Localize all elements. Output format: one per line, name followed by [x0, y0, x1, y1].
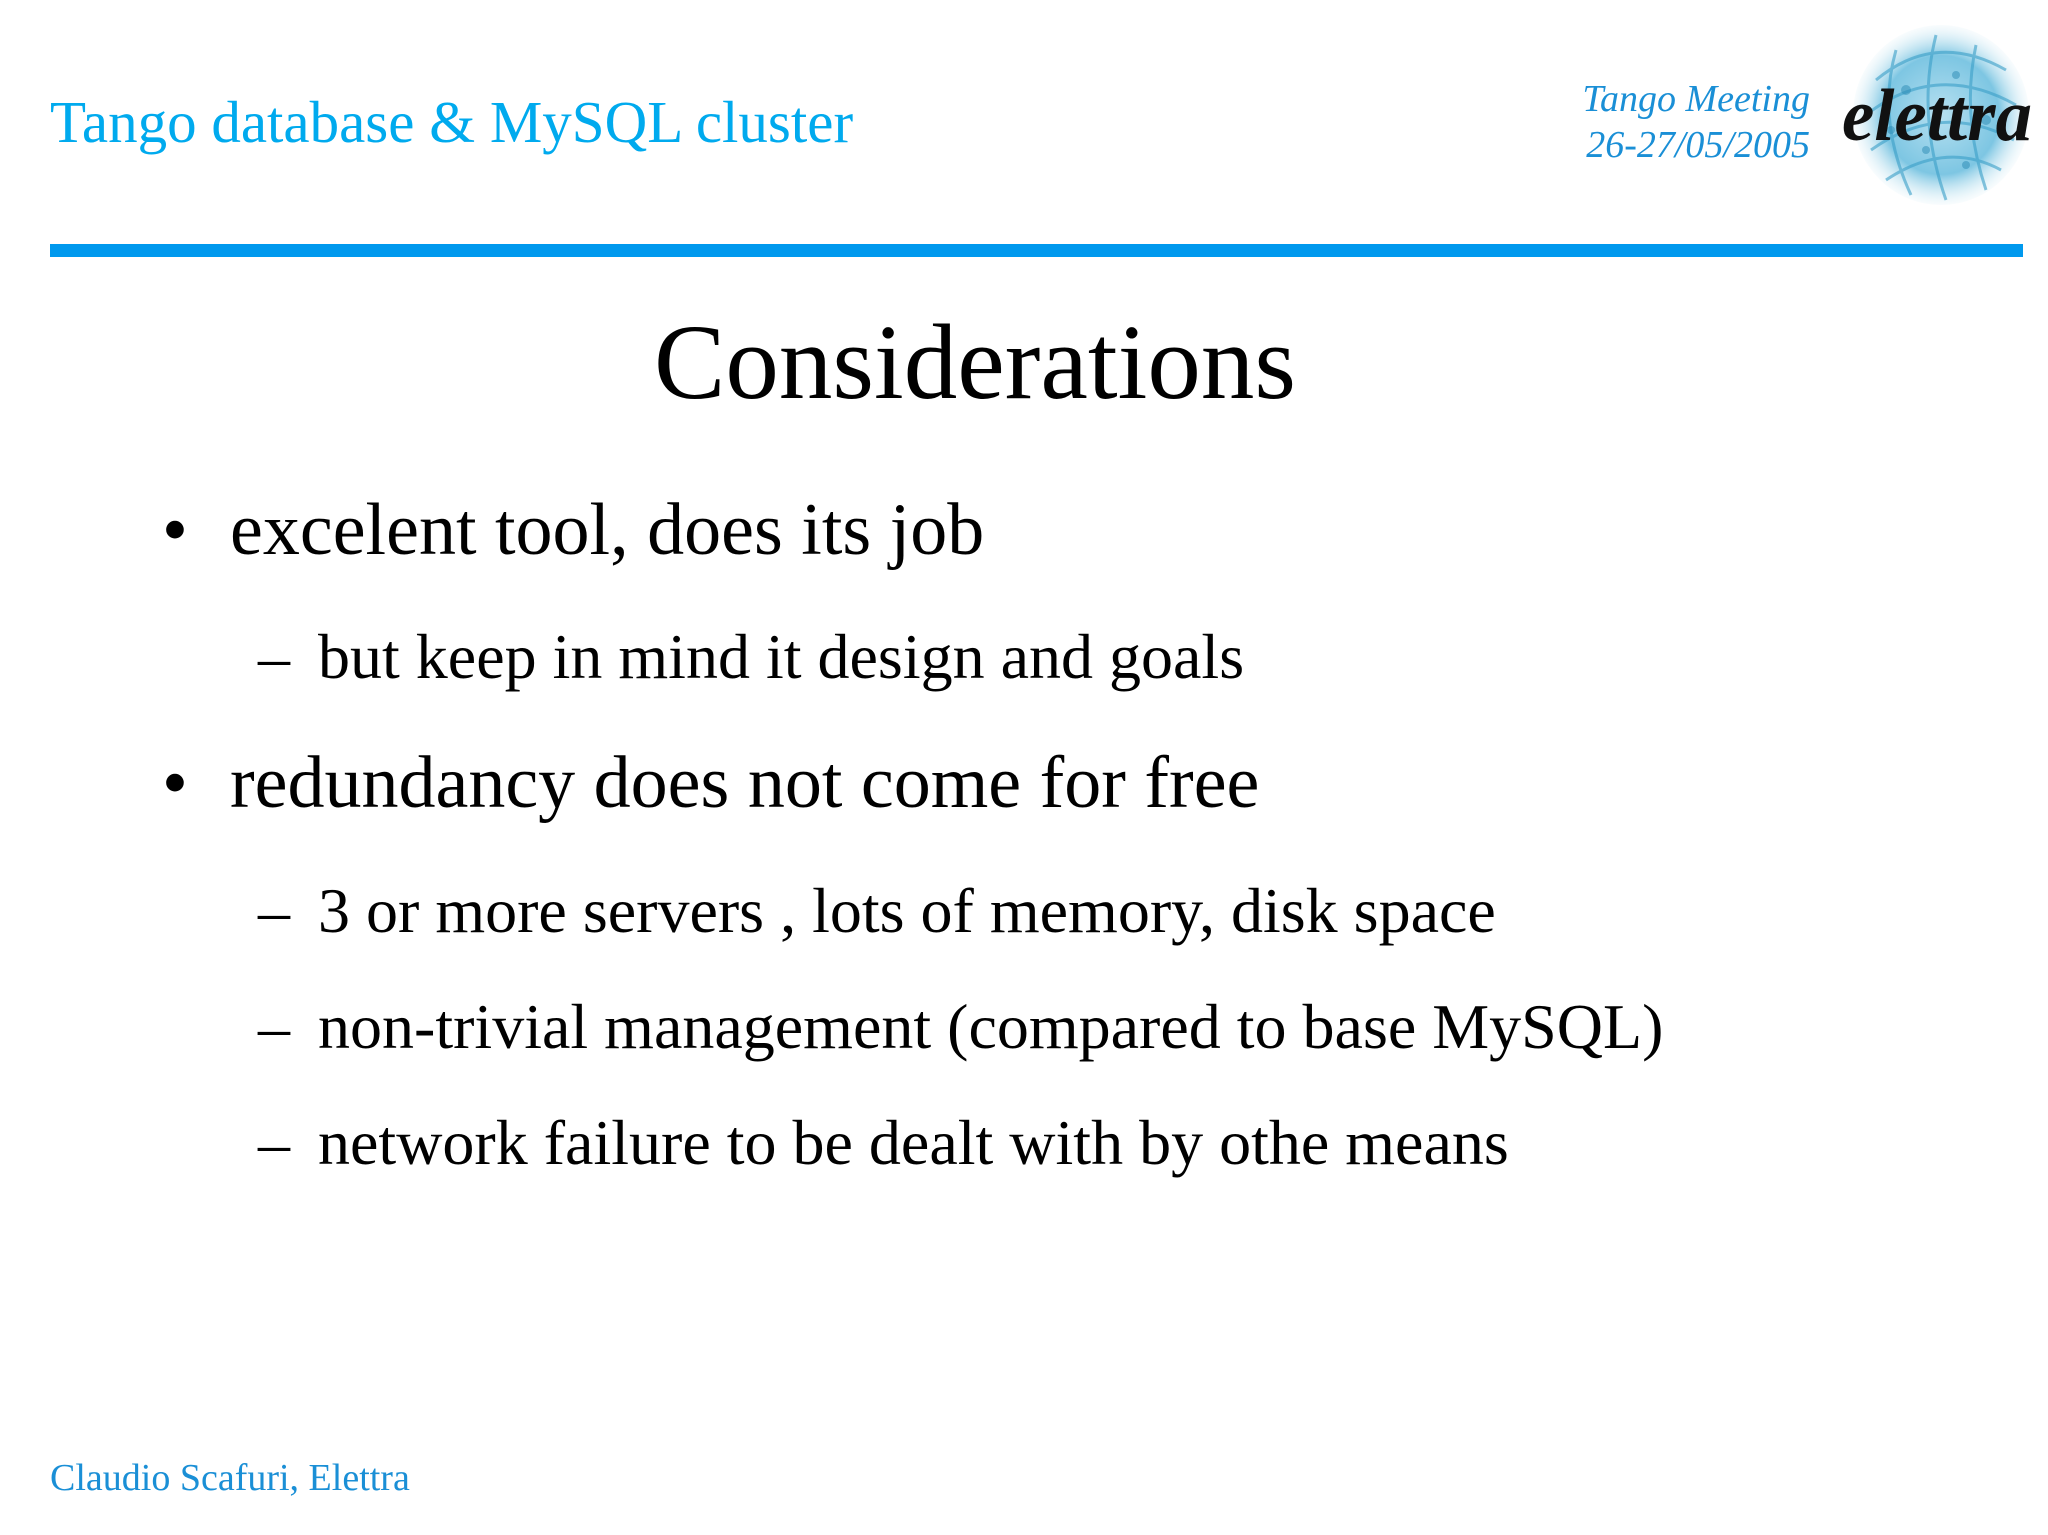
bullet-text: excelent tool, does its job	[230, 489, 985, 571]
bullet-marker: •	[162, 489, 188, 571]
sub-bullet-item: –non-trivial management (compared to bas…	[258, 990, 1663, 1064]
sub-bullet-item: –but keep in mind it design and goals	[258, 620, 1244, 694]
sub-bullet-item: –network failure to be dealt with by oth…	[258, 1106, 1509, 1180]
sub-bullet-text: 3 or more servers , lots of memory, disk…	[318, 875, 1496, 946]
dash-marker: –	[258, 991, 290, 1062]
slide-title: Considerations	[654, 304, 1296, 422]
elettra-logo: elettra	[1836, 20, 2036, 210]
dash-marker: –	[258, 1107, 290, 1178]
logo-wordmark: elettra	[1842, 75, 2032, 157]
dash-marker: –	[258, 875, 290, 946]
dash-marker: –	[258, 621, 290, 692]
bullet-item: • excelent tool, does its job	[162, 488, 984, 573]
meeting-date: 26-27/05/2005	[1586, 124, 1810, 166]
meeting-info: Tango Meeting 26-27/05/2005	[1582, 76, 1810, 168]
footer-author: Claudio Scafuri, Elettra	[50, 1457, 410, 1499]
sub-bullet-text: but keep in mind it design and goals	[318, 621, 1245, 692]
sub-bullet-item: –3 or more servers , lots of memory, dis…	[258, 874, 1496, 948]
header-divider	[50, 244, 2023, 257]
sub-bullet-text: network failure to be dealt with by othe…	[318, 1107, 1509, 1178]
bullet-marker: •	[162, 742, 188, 824]
meeting-name: Tango Meeting	[1582, 78, 1810, 120]
bullet-item: • redundancy does not come for free	[162, 741, 1259, 826]
bullet-text: redundancy does not come for free	[230, 742, 1260, 824]
sub-bullet-text: non-trivial management (compared to base…	[318, 991, 1664, 1062]
presentation-title: Tango database & MySQL cluster	[50, 89, 854, 155]
